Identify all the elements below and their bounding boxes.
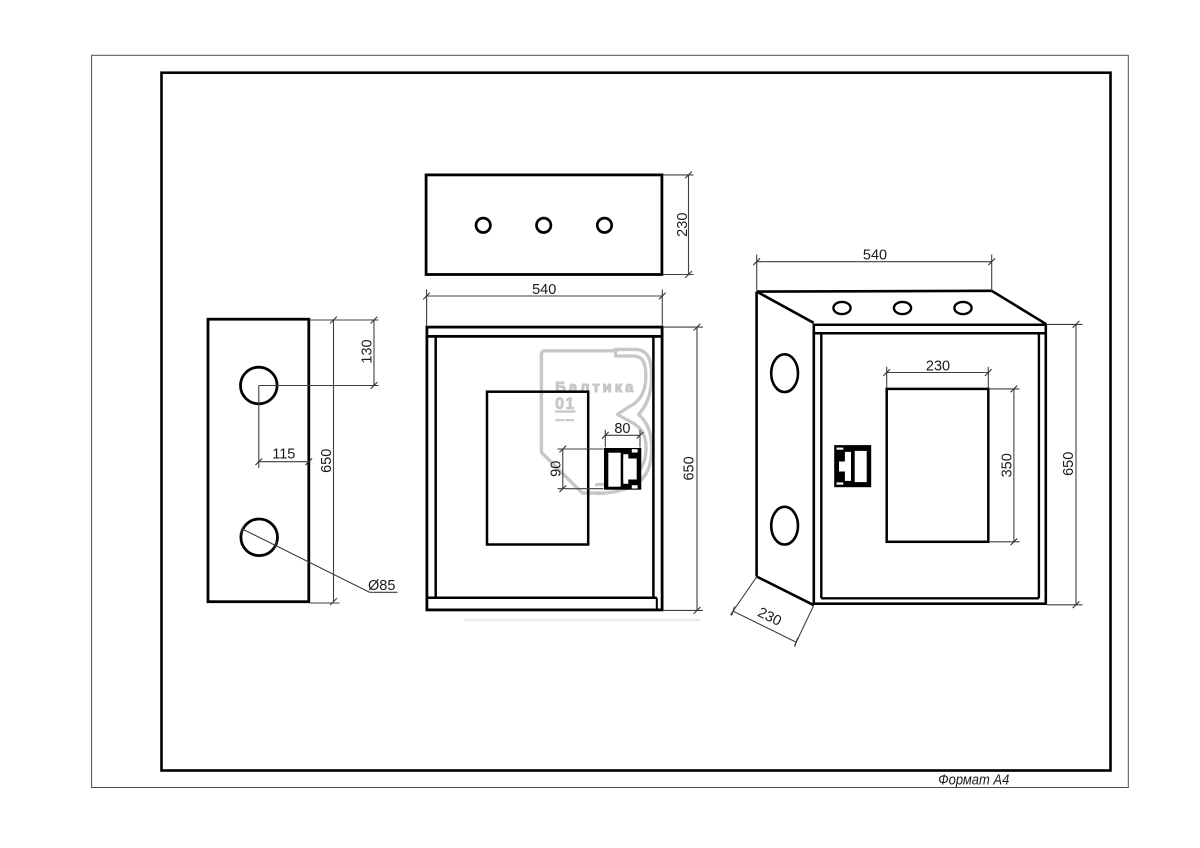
svg-text:230: 230 bbox=[926, 358, 950, 374]
svg-text:350: 350 bbox=[999, 453, 1015, 477]
svg-text:01: 01 bbox=[555, 395, 575, 413]
svg-text:Ø85: Ø85 bbox=[368, 578, 395, 594]
svg-text:650: 650 bbox=[319, 449, 335, 473]
svg-text:Балтика: Балтика bbox=[555, 379, 636, 396]
svg-text:650: 650 bbox=[1061, 452, 1077, 476]
svg-text:115: 115 bbox=[272, 446, 295, 462]
svg-text:80: 80 bbox=[614, 421, 630, 437]
svg-text:540: 540 bbox=[532, 282, 556, 298]
svg-text:650: 650 bbox=[682, 456, 698, 480]
svg-text:540: 540 bbox=[863, 247, 887, 263]
svg-text:Формат А4: Формат А4 bbox=[938, 771, 1009, 788]
svg-text:130: 130 bbox=[360, 339, 376, 363]
svg-text:230: 230 bbox=[675, 213, 691, 237]
svg-text:90: 90 bbox=[549, 461, 565, 477]
